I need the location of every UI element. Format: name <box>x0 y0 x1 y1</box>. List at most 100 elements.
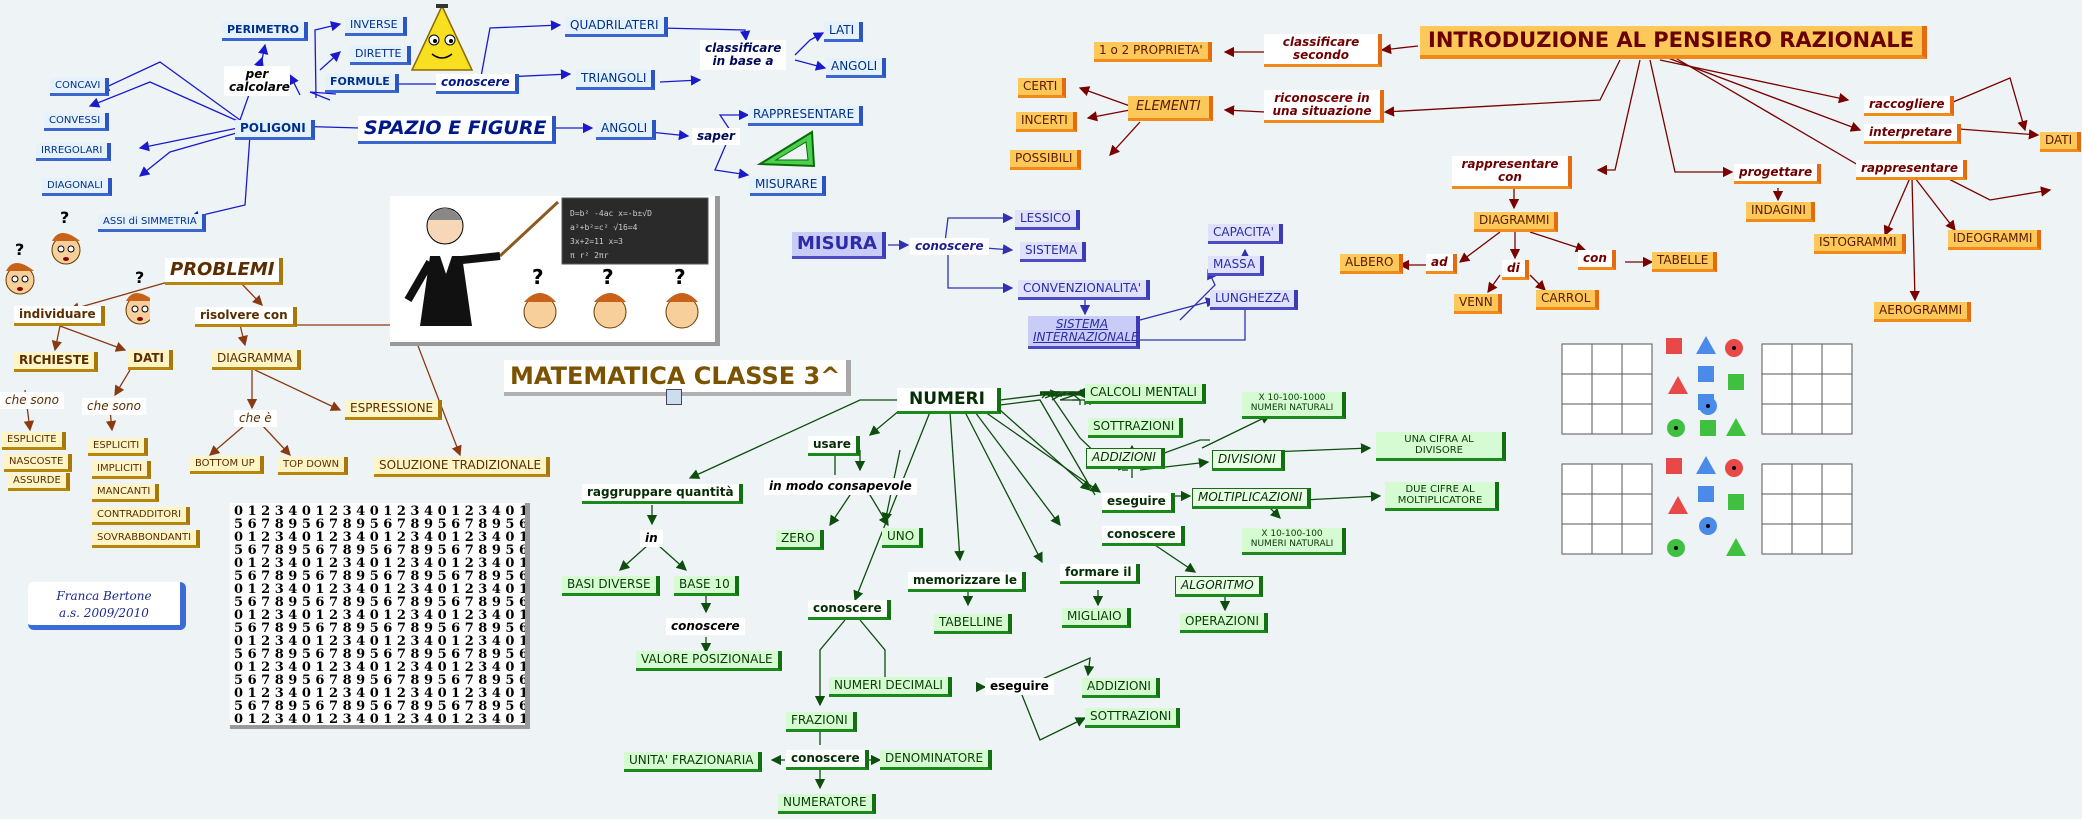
note-icon[interactable] <box>666 389 682 405</box>
triangoli-node[interactable]: TRIANGOLI <box>576 70 656 91</box>
calcoli-mentali-node[interactable]: CALCOLI MENTALI <box>1085 384 1206 405</box>
convenzionalita-node[interactable]: CONVENZIONALITA' <box>1018 280 1151 301</box>
carrol-node[interactable]: CARROL <box>1536 290 1600 311</box>
algoritmo-node[interactable]: ALGORITMO <box>1175 576 1263 598</box>
assi-simmetria-node[interactable]: ASSI di SIMMETRIA <box>98 214 206 232</box>
rappresentare-dati-node[interactable]: rappresentare <box>1856 160 1967 181</box>
perimetro-node[interactable]: PERIMETRO <box>222 22 308 42</box>
classificare-node[interactable]: classificare in base a <box>700 40 786 71</box>
misura-title[interactable]: MISURA <box>792 232 886 259</box>
che-e-node[interactable]: che è <box>234 410 277 428</box>
proprieta-node[interactable]: 1 o 2 PROPRIETA' <box>1094 42 1212 63</box>
indagini-node[interactable]: INDAGINI <box>1746 202 1815 223</box>
classificare-secondo-node[interactable]: classificare secondo <box>1264 34 1382 68</box>
saper-node[interactable]: saper <box>692 128 740 146</box>
che-sono-richieste-node[interactable]: che sono <box>0 392 64 410</box>
in-node[interactable]: in <box>640 530 663 548</box>
esplicite-node[interactable]: ESPLICITE <box>2 432 66 450</box>
interpretare-node[interactable]: interpretare <box>1864 124 1961 145</box>
uno-node[interactable]: UNO <box>882 528 924 549</box>
progettare-node[interactable]: progettare <box>1734 164 1822 185</box>
tabelle-node[interactable]: TABELLE <box>1652 252 1718 273</box>
richieste-node[interactable]: RICHIESTE <box>14 352 99 373</box>
formule-node[interactable]: FORMULE <box>325 74 399 94</box>
operazioni-node[interactable]: OPERAZIONI <box>1180 613 1269 634</box>
dati-node[interactable]: DATI <box>2040 132 2082 153</box>
migliaio-node[interactable]: MIGLIAIO <box>1062 608 1131 629</box>
eseguire-decimali-node[interactable]: eseguire <box>985 678 1054 696</box>
misurare-node[interactable]: MISURARE <box>750 176 827 197</box>
raccogliere-node[interactable]: raccogliere <box>1864 96 1954 117</box>
usare-node[interactable]: usare <box>808 436 860 457</box>
numeri-decimali-node[interactable]: NUMERI DECIMALI <box>829 677 952 698</box>
individuare-node[interactable]: individuare <box>14 306 105 327</box>
angoli-node[interactable]: ANGOLI <box>596 120 657 141</box>
espressione-node[interactable]: ESPRESSIONE <box>345 400 443 421</box>
numeri-title[interactable]: NUMERI <box>897 388 1001 414</box>
elementi-node[interactable]: ELEMENTI <box>1128 96 1213 122</box>
addizioni-decimali-node[interactable]: ADDIZIONI <box>1082 678 1160 699</box>
dirette-node[interactable]: DIRETTE <box>350 46 411 66</box>
certi-node[interactable]: CERTI <box>1018 78 1067 99</box>
unita-frazionaria-node[interactable]: UNITA' FRAZIONARIA <box>624 752 763 773</box>
numeratore-node[interactable]: NUMERATORE <box>778 794 876 815</box>
per-calcolare-node[interactable]: per calcolare <box>224 66 290 97</box>
x10-100-100-node[interactable]: X 10-100-100 NUMERI NATURALI <box>1242 528 1346 555</box>
sovrabbondanti-node[interactable]: SOVRABBONDANTI <box>92 530 201 548</box>
divisioni-node[interactable]: DIVISIONI <box>1212 450 1285 472</box>
espliciti-node[interactable]: ESPLICITI <box>88 438 149 456</box>
diagramma-node[interactable]: DIAGRAMMA <box>212 350 302 371</box>
ideogrammi-node[interactable]: IDEOGRAMMI <box>1948 230 2042 251</box>
dati-problemi-node[interactable]: DATI <box>128 350 173 371</box>
base-10-node[interactable]: BASE 10 <box>674 576 739 597</box>
valore-posizionale-node[interactable]: VALORE POSIZIONALE <box>636 651 782 672</box>
formare-node[interactable]: formare il <box>1060 564 1141 585</box>
problemi-title[interactable]: PROBLEMI <box>165 258 284 285</box>
addizioni-node[interactable]: ADDIZIONI <box>1086 448 1165 470</box>
riconoscere-node[interactable]: riconoscere in una situazione <box>1264 90 1384 124</box>
conoscere-frazioni-node[interactable]: conoscere <box>786 750 869 771</box>
albero-node[interactable]: ALBERO <box>1340 254 1403 275</box>
incerti-node[interactable]: INCERTI <box>1016 112 1077 133</box>
soluzione-tradizionale-node[interactable]: SOLUZIONE TRADIZIONALE <box>374 457 551 478</box>
contraddittori-node[interactable]: CONTRADDITORI <box>92 507 191 525</box>
poligoni-node[interactable]: POLIGONI <box>235 120 315 141</box>
una-cifra-node[interactable]: UNA CIFRA AL DIVISORE <box>1376 432 1506 461</box>
istogrammi-node[interactable]: ISTOGRAMMI <box>1814 234 1906 255</box>
lunghezza-node[interactable]: LUNGHEZZA <box>1210 290 1299 311</box>
assurde-node[interactable]: ASSURDE <box>8 473 70 491</box>
sottrazioni-node[interactable]: SOTTRAZIONI <box>1088 418 1184 439</box>
lati-node[interactable]: LATI <box>824 22 864 43</box>
lessico-node[interactable]: LESSICO <box>1015 210 1080 231</box>
rappresentare-node[interactable]: RAPPRESENTARE <box>748 106 864 127</box>
sistema-internazionale-node[interactable]: SISTEMA INTERNAZIONALE <box>1028 316 1140 350</box>
frazioni-node[interactable]: FRAZIONI <box>786 712 857 733</box>
quadrilateri-node[interactable]: QUADRILATERI <box>565 17 668 38</box>
raggruppare-node[interactable]: raggruppare quantità <box>582 484 743 505</box>
di-node[interactable]: di <box>1502 260 1529 281</box>
venn-node[interactable]: VENN <box>1454 294 1502 315</box>
sottrazioni-decimali-node[interactable]: SOTTRAZIONI <box>1085 708 1181 729</box>
possibili-node[interactable]: POSSIBILI <box>1010 150 1082 171</box>
pensiero-razionale-title[interactable]: INTRODUZIONE AL PENSIERO RAZIONALE <box>1420 26 1928 60</box>
risolvere-con-node[interactable]: risolvere con <box>195 307 297 328</box>
irregolari-node[interactable]: IRREGOLARI <box>36 143 112 161</box>
ad-node[interactable]: ad <box>1426 254 1457 275</box>
massa-node[interactable]: MASSA <box>1208 256 1265 277</box>
diagonali-node[interactable]: DIAGONALI <box>42 178 112 196</box>
che-sono-dati-node[interactable]: che sono <box>82 398 146 416</box>
denominatore-node[interactable]: DENOMINATORE <box>880 750 993 771</box>
eseguire-operazioni-node[interactable]: eseguire <box>1102 493 1175 514</box>
author-box[interactable]: Franca Bertone a.s. 2009/2010 <box>28 582 186 630</box>
impliciti-node[interactable]: IMPLICITI <box>92 461 152 479</box>
consapevole-node[interactable]: in modo consapevole <box>764 478 917 496</box>
bottom-up-node[interactable]: BOTTOM UP <box>190 456 264 474</box>
tabelline-node[interactable]: TABELLINE <box>934 614 1012 635</box>
conoscere-decimali-node[interactable]: conoscere <box>808 600 891 621</box>
concavi-node[interactable]: CONCAVI <box>50 78 110 96</box>
memorizzare-node[interactable]: memorizzare le <box>908 572 1026 593</box>
con-node[interactable]: con <box>1578 250 1616 271</box>
aerogrammi-node[interactable]: AEROGRAMMI <box>1874 302 1972 323</box>
conoscere-spazio-node[interactable]: conoscere <box>436 74 519 95</box>
mancanti-node[interactable]: MANCANTI <box>92 484 160 502</box>
